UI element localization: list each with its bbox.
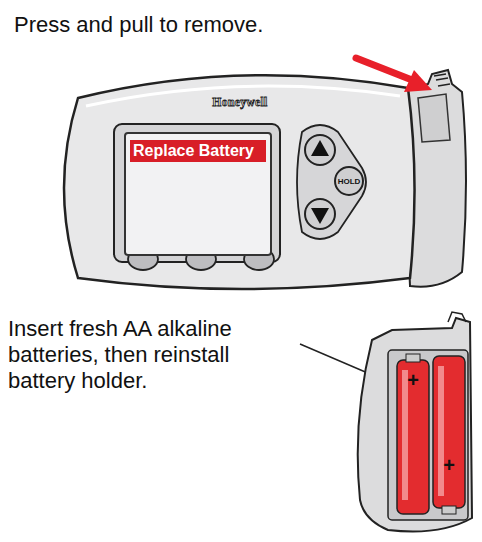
battery-shine: [438, 366, 444, 496]
thermostat-face: HoneywellReplace BatteryHOLD: [60, 80, 420, 295]
instruction-text: Insert fresh AA alkaline batteries, then…: [8, 316, 300, 394]
button-pad: [297, 125, 366, 239]
holder-tab: [448, 312, 466, 322]
screen-bezel: [114, 124, 280, 262]
battery-terminal: [406, 354, 420, 362]
display-screen: Replace Battery: [124, 132, 272, 256]
aa-battery: [433, 356, 465, 508]
aa-battery: [397, 360, 429, 514]
polarity-mark: +: [405, 370, 421, 390]
battery-holder: [358, 318, 472, 532]
up-arrow: [311, 140, 329, 156]
hold-button: HOLD: [334, 166, 364, 196]
up-button: [305, 135, 335, 165]
pointer-arrow-shaft: [356, 58, 412, 80]
pointer-arrow-head: [404, 70, 432, 92]
screen-message: Replace Battery: [130, 140, 266, 162]
battery-shine: [402, 370, 408, 500]
polarity-mark: +: [441, 455, 457, 475]
down-button: [305, 199, 335, 229]
button-label: HOLD: [338, 177, 361, 186]
instruction-text: Press and pull to remove.: [14, 12, 354, 38]
battery-slot: [418, 94, 450, 142]
battery-bay: [388, 350, 468, 520]
down-arrow: [311, 208, 329, 224]
brand-logo: Honeywell: [60, 96, 420, 109]
battery-terminal: [442, 506, 456, 514]
door-tab-ridges: [434, 74, 450, 86]
